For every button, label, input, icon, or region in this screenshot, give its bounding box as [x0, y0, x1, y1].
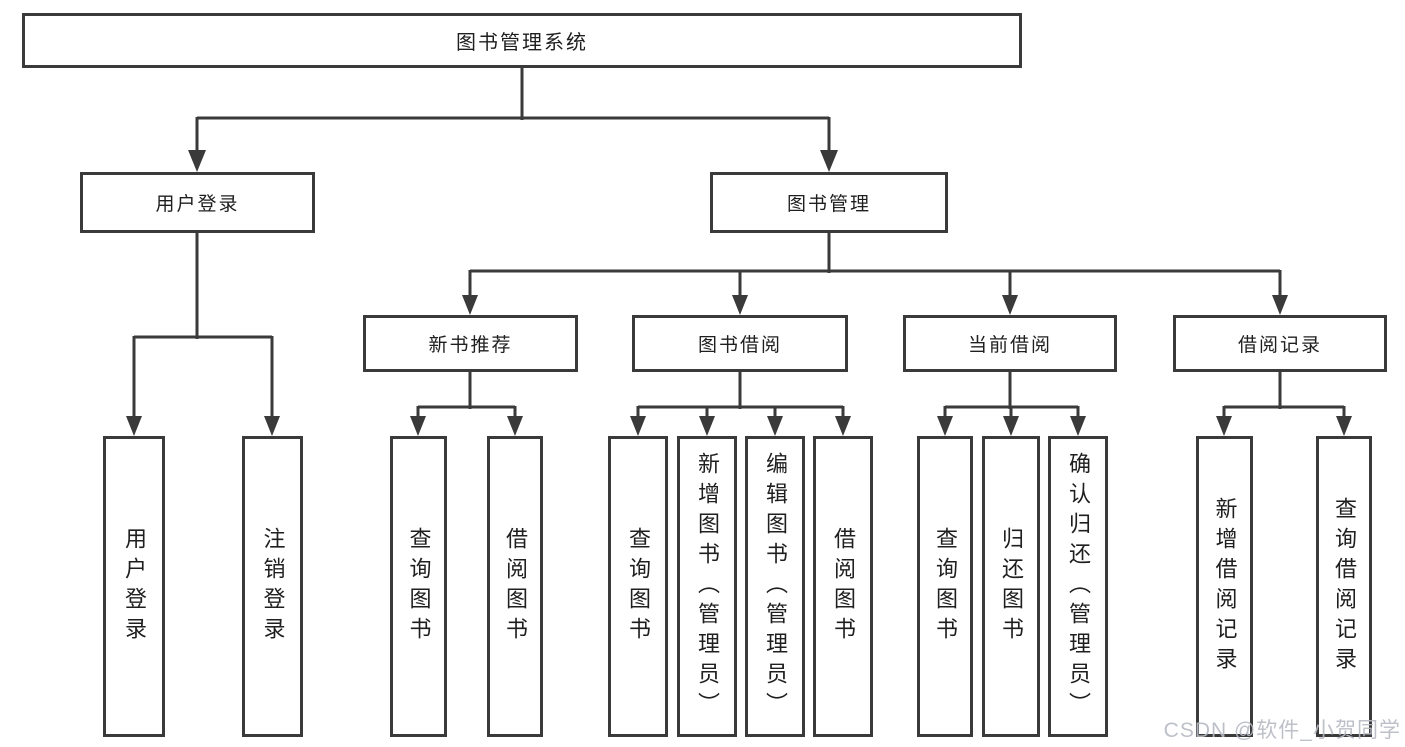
node-user-login-label: 用户登录	[155, 194, 240, 215]
leaf-return-books-label: 归还图书	[999, 526, 1024, 647]
leaf-query-books-recommend-label: 查询图书	[406, 526, 432, 647]
node-borrow-record-label: 借阅记录	[1237, 335, 1322, 356]
leaf-query-books-recommend: 查询图书	[390, 436, 447, 737]
leaf-borrow-books-recommend-label: 借阅图书	[503, 526, 528, 647]
leaf-confirm-return-admin: 确认归还（管理员）	[1048, 436, 1108, 737]
leaf-borrow-books: 借阅图书	[813, 436, 873, 737]
leaf-query-books-current-label: 查询图书	[933, 526, 958, 647]
leaf-query-books-borrow: 查询图书	[608, 436, 668, 737]
node-root-label: 图书管理系统	[456, 32, 588, 54]
leaf-edit-book-admin: 编辑图书（管理员）	[745, 436, 805, 737]
leaf-query-borrow-record: 查询借阅记录	[1316, 436, 1372, 737]
node-book-borrow-label: 图书借阅	[697, 335, 782, 356]
leaf-add-borrow-record-label: 新增借阅记录	[1212, 496, 1238, 677]
leaf-confirm-return-admin-label: 确认归还（管理员）	[1066, 451, 1091, 722]
arrowheads	[126, 150, 1352, 436]
leaf-user-login-label: 用户登录	[122, 526, 147, 647]
node-root-system: 图书管理系统	[22, 13, 1022, 68]
node-book-management: 图书管理	[710, 172, 948, 233]
node-user-login: 用户登录	[80, 172, 315, 233]
leaf-logout-label: 注销登录	[260, 526, 286, 647]
node-borrow-record: 借阅记录	[1173, 315, 1387, 372]
leaf-borrow-books-recommend: 借阅图书	[487, 436, 543, 737]
leaf-return-books: 归还图书	[982, 436, 1040, 737]
leaf-user-login: 用户登录	[103, 436, 165, 737]
leaf-add-borrow-record: 新增借阅记录	[1196, 436, 1253, 737]
leaf-add-book-admin: 新增图书（管理员）	[677, 436, 737, 737]
leaf-query-borrow-record-label: 查询借阅记录	[1332, 496, 1357, 677]
leaf-add-book-admin-label: 新增图书（管理员）	[695, 451, 720, 722]
leaf-query-books-borrow-label: 查询图书	[626, 526, 651, 647]
node-book-borrow: 图书借阅	[632, 315, 848, 372]
leaf-borrow-books-label: 借阅图书	[831, 526, 856, 647]
csdn-watermark: CSDN @软件_小贺同学	[1163, 719, 1401, 742]
node-new-book-recommend-label: 新书推荐	[428, 335, 513, 356]
node-book-management-label: 图书管理	[786, 194, 871, 215]
node-current-borrow: 当前借阅	[903, 315, 1117, 372]
node-current-borrow-label: 当前借阅	[967, 335, 1052, 356]
leaf-logout: 注销登录	[242, 436, 303, 737]
node-new-book-recommend: 新书推荐	[363, 315, 578, 372]
leaf-edit-book-admin-label: 编辑图书（管理员）	[763, 451, 788, 722]
leaf-query-books-current: 查询图书	[917, 436, 973, 737]
